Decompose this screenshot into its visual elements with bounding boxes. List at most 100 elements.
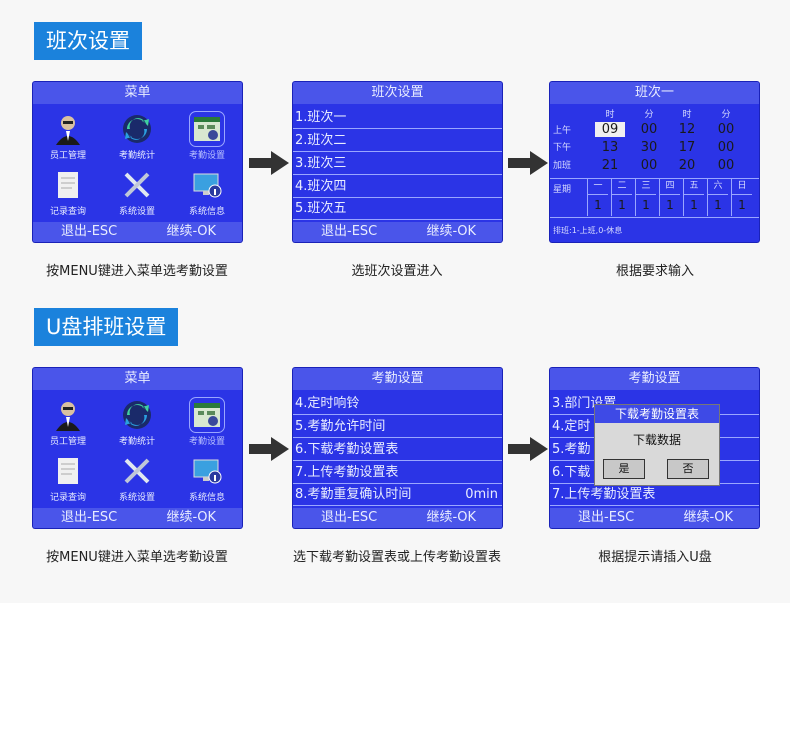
menu-item-stats[interactable]: 考勤统计 <box>102 394 172 454</box>
esc-button[interactable]: 退出-ESC <box>321 510 378 525</box>
list-item[interactable]: 4.定时响铃 <box>293 393 502 415</box>
list-item[interactable]: 4.班次四 <box>293 176 502 198</box>
menu-item-system-info[interactable]: 系统信息 <box>172 164 242 224</box>
time-field[interactable]: 00 <box>717 140 735 155</box>
list-item[interactable]: 7.上传考勤设置表 <box>293 462 502 484</box>
time-field[interactable]: 00 <box>717 158 735 173</box>
list-item-value: 0min <box>465 487 498 502</box>
ok-button[interactable]: 继续-OK <box>426 224 476 239</box>
screen-footer: 退出-ESC 继续-OK <box>550 508 759 528</box>
caption: 按MENU键进入菜单选考勤设置 <box>46 264 228 279</box>
no-button[interactable]: 否 <box>667 459 709 479</box>
list-item[interactable]: 7.上传考勤设置表 <box>550 484 759 506</box>
list-item[interactable]: 5.班次五 <box>293 198 502 220</box>
download-dialog: 下载考勤设置表 下载数据 是 否 <box>594 404 720 486</box>
hint-text: 排班:1-上班,0-休息 <box>553 226 623 235</box>
esc-button[interactable]: 退出-ESC <box>61 224 118 239</box>
menu-item-records[interactable]: 记录查询 <box>33 450 103 510</box>
list-item[interactable]: 1.班次一 <box>293 107 502 129</box>
time-field[interactable]: 12 <box>678 122 696 137</box>
right-arrow-icon <box>508 437 548 461</box>
download-dialog-screen: 考勤设置 3.部门设置 4.定时 5.考勤 6.下载 7.上传考勤设置表 下载考… <box>550 368 759 528</box>
list-item-label: 8.考勤重复确认时间 <box>295 487 412 502</box>
tools-icon <box>120 168 154 202</box>
list-item[interactable]: 6.下载考勤设置表 <box>293 439 502 461</box>
screen-title: 班次设置 <box>293 82 502 104</box>
time-field[interactable]: 00 <box>717 122 735 137</box>
caption: 选班次设置进入 <box>351 264 443 279</box>
menu-item-system-settings[interactable]: 系统设置 <box>102 450 172 510</box>
menu-item-attendance-settings[interactable]: 考勤设置 <box>172 108 242 168</box>
screen-footer: 退出-ESC 继续-OK <box>33 508 242 528</box>
ok-button[interactable]: 继续-OK <box>683 510 733 525</box>
dialog-message: 下载数据 <box>632 433 681 447</box>
section-title-usb: U盘排班设置 <box>34 308 179 346</box>
menu-item-system-settings[interactable]: 系统设置 <box>102 164 172 224</box>
menu-item-stats[interactable]: 考勤统计 <box>102 108 172 168</box>
esc-button[interactable]: 退出-ESC <box>61 510 118 525</box>
time-field[interactable]: 13 <box>601 140 619 155</box>
menu-item-attendance-settings[interactable]: 考勤设置 <box>172 394 242 454</box>
menu-item-employee[interactable]: 员工管理 <box>33 394 103 454</box>
shift-list-screen: 班次设置 1.班次一 2.班次二 3.班次三 4.班次四 5.班次五 退出-ES… <box>293 82 502 242</box>
dialog-title: 下载考勤设置表 <box>595 405 719 423</box>
menu-screen: 菜单 员工管理 考勤统计 考勤设置 记录查询 系统设置 系统信息 <box>33 82 242 242</box>
monitor-info-icon <box>190 168 224 202</box>
ok-button[interactable]: 继续-OK <box>166 510 216 525</box>
person-icon <box>51 398 85 432</box>
ok-button[interactable]: 继续-OK <box>426 510 476 525</box>
esc-button[interactable]: 退出-ESC <box>578 510 635 525</box>
person-icon <box>51 112 85 146</box>
time-field[interactable]: 00 <box>640 122 658 137</box>
settings-board-icon <box>189 111 225 147</box>
refresh-icon <box>120 112 154 146</box>
screen-footer: 退出-ESC 继续-OK <box>33 222 242 242</box>
list-item[interactable]: 3.班次三 <box>293 153 502 175</box>
caption: 根据提示请插入U盘 <box>598 550 712 565</box>
document-icon <box>51 168 85 202</box>
right-arrow-icon <box>249 151 289 175</box>
esc-button[interactable]: 退出-ESC <box>321 224 378 239</box>
screen-footer: 退出-ESC 继续-OK <box>293 222 502 242</box>
right-arrow-icon <box>249 437 289 461</box>
monitor-info-icon <box>190 454 224 488</box>
menu-item-employee[interactable]: 员工管理 <box>33 108 103 168</box>
week-table <box>550 178 759 218</box>
ok-button[interactable]: 继续-OK <box>166 224 216 239</box>
time-field[interactable]: 17 <box>678 140 696 155</box>
list-item[interactable]: 2.班次二 <box>293 130 502 152</box>
column-header: 时 <box>605 110 615 120</box>
list-item[interactable]: 5.考勤允许时间 <box>293 416 502 438</box>
time-field[interactable]: 09 <box>595 122 625 137</box>
row-label: 加班 <box>553 161 572 171</box>
right-arrow-icon <box>508 151 548 175</box>
section-title-shift: 班次设置 <box>34 22 142 60</box>
screen-title: 菜单 <box>33 368 242 390</box>
menu-item-system-info[interactable]: 系统信息 <box>172 450 242 510</box>
screen-title: 考勤设置 <box>293 368 502 390</box>
time-field[interactable]: 21 <box>601 158 619 173</box>
settings-board-icon <box>189 397 225 433</box>
list-item[interactable]: 8.考勤重复确认时间 0min <box>293 484 502 506</box>
attendance-settings-screen: 考勤设置 4.定时响铃 5.考勤允许时间 6.下载考勤设置表 7.上传考勤设置表… <box>293 368 502 528</box>
screen-title: 班次一 <box>550 82 759 104</box>
column-header: 时 <box>682 110 692 120</box>
time-field[interactable]: 20 <box>678 158 696 173</box>
column-header: 分 <box>721 110 731 120</box>
menu-item-records[interactable]: 记录查询 <box>33 164 103 224</box>
yes-button[interactable]: 是 <box>603 459 645 479</box>
time-field[interactable]: 00 <box>640 158 658 173</box>
tools-icon <box>120 454 154 488</box>
row-label: 上午 <box>553 126 572 136</box>
time-field[interactable]: 30 <box>640 140 658 155</box>
caption: 根据要求输入 <box>615 264 694 279</box>
column-header: 分 <box>644 110 654 120</box>
row-label: 下午 <box>553 143 572 153</box>
